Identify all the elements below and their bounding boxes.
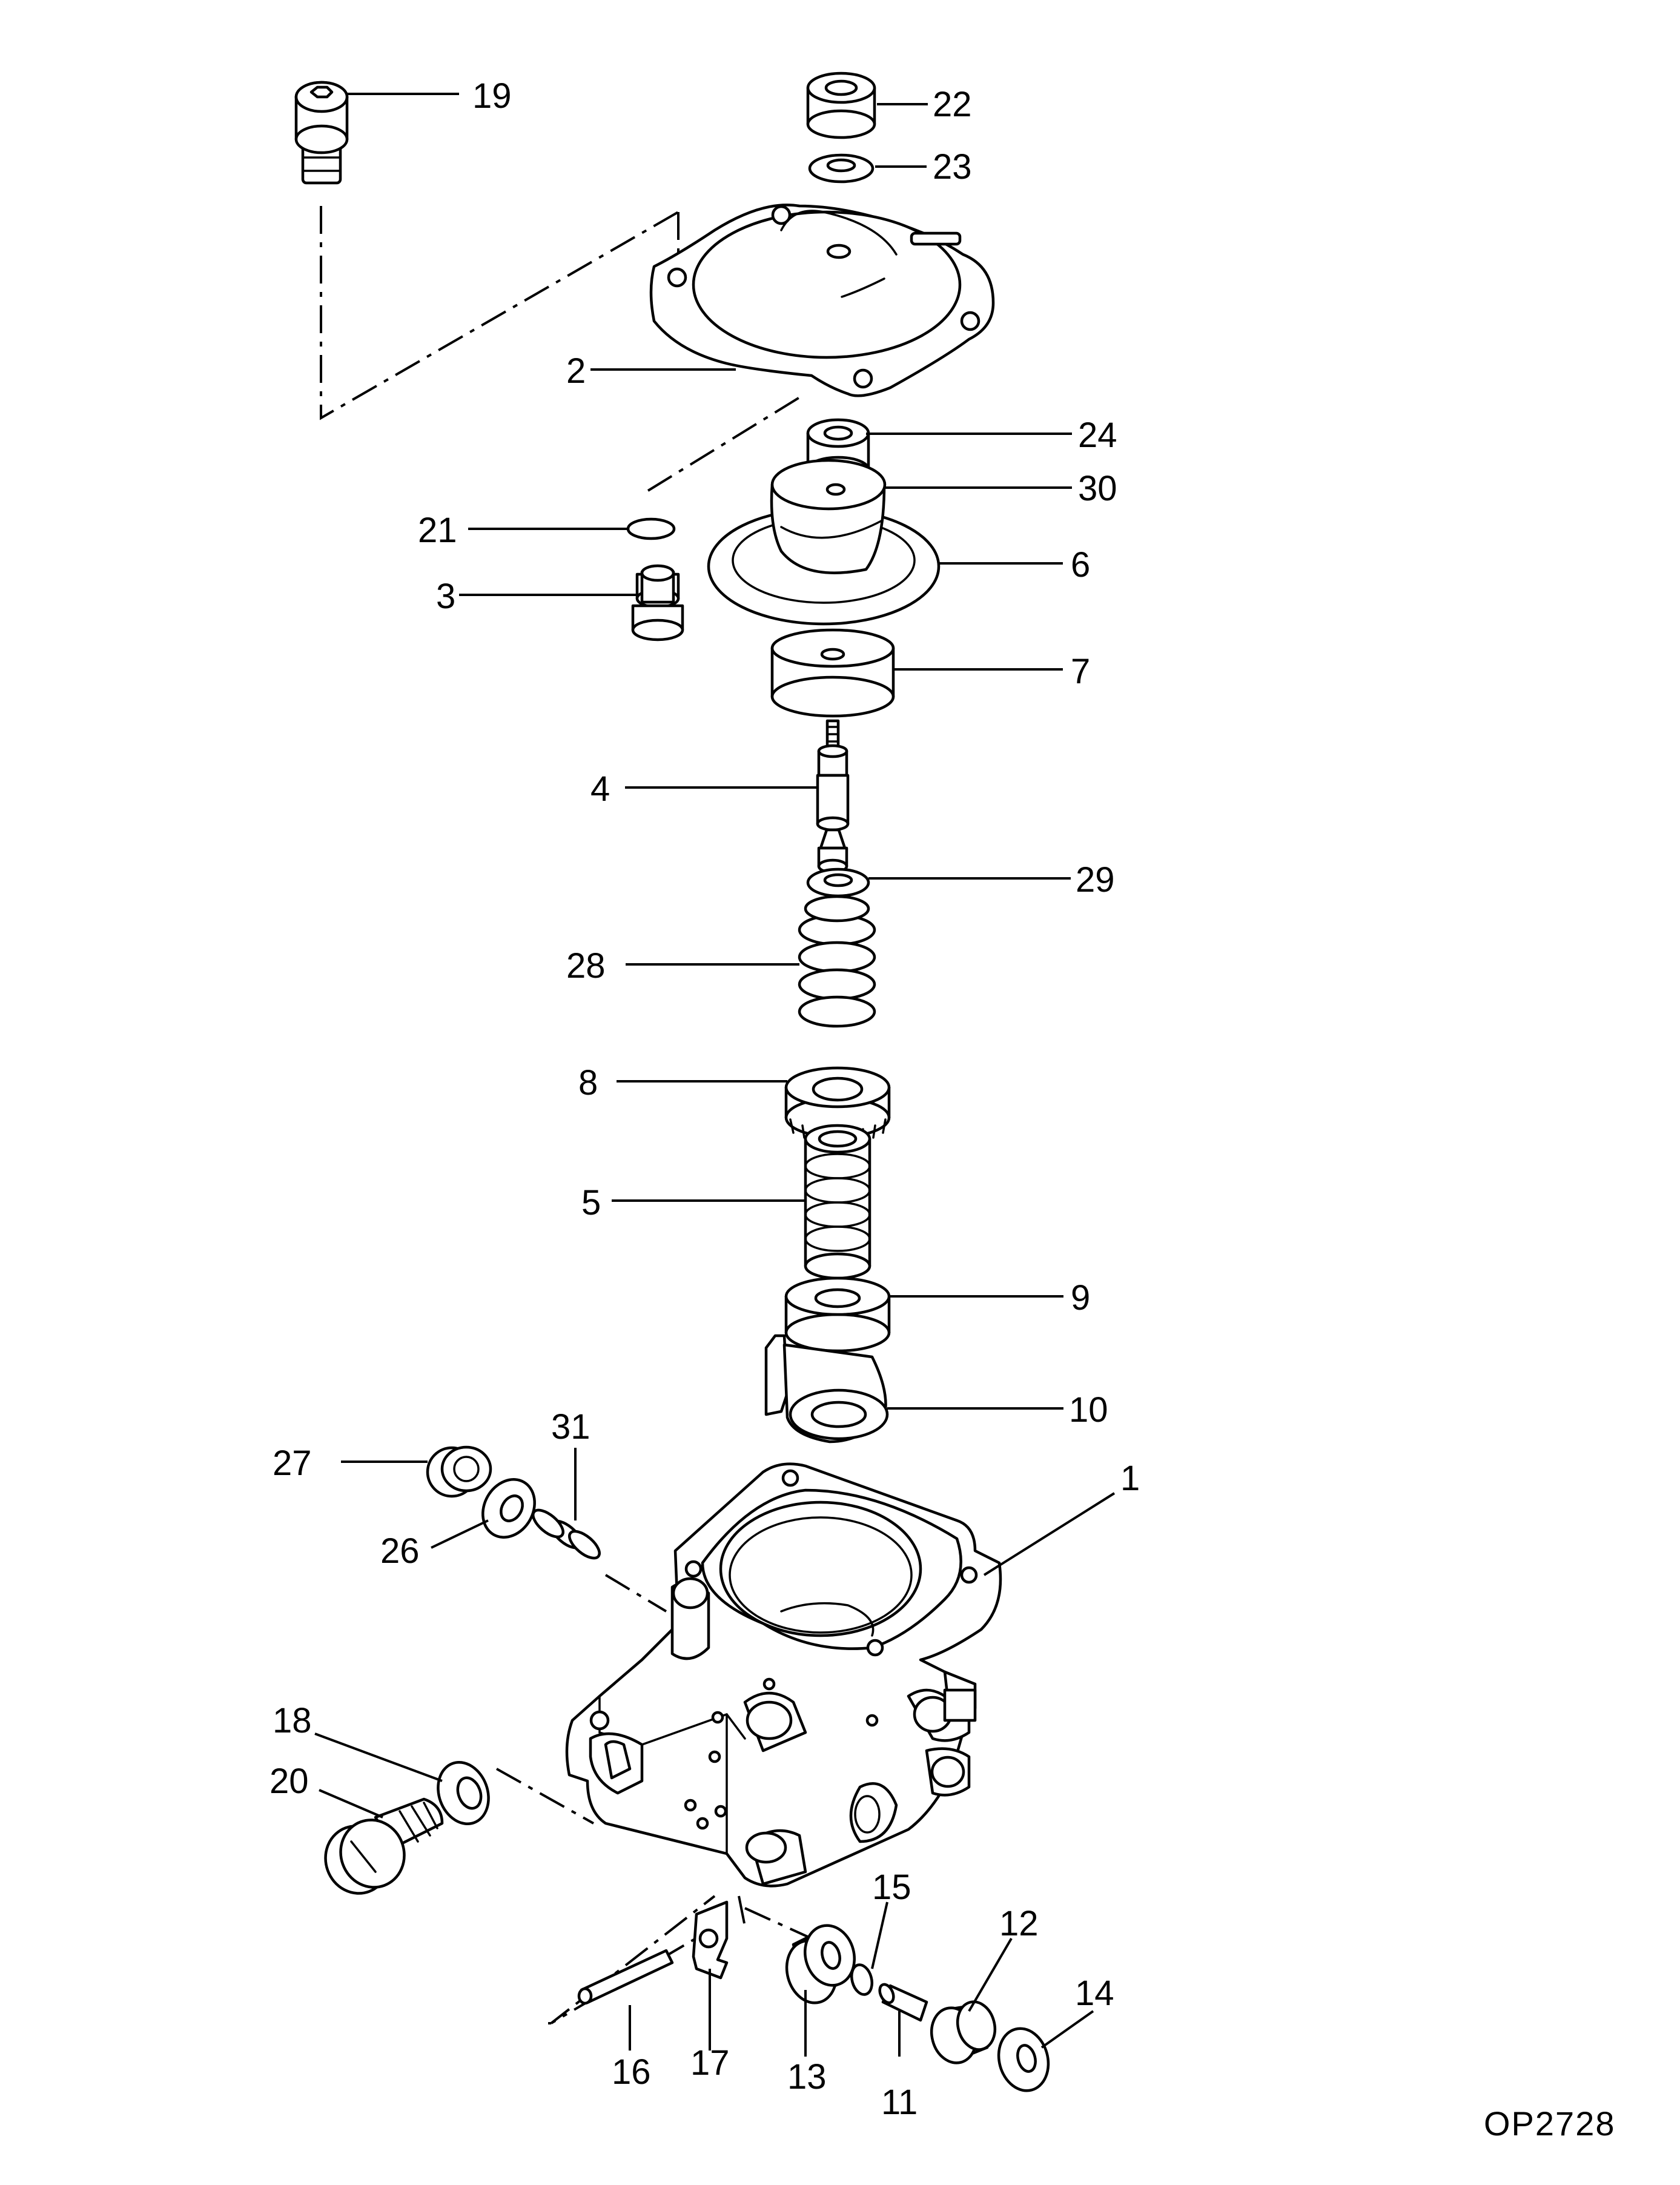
- threaded-shaft-part-5: [804, 1124, 871, 1280]
- o-ring-part-21: [626, 517, 676, 540]
- callout-23: 23: [933, 147, 972, 187]
- leader-lines: [314, 93, 1116, 2057]
- callout-2: 2: [566, 351, 586, 391]
- callout-6: 6: [1071, 545, 1090, 585]
- callout-28: 28: [566, 946, 606, 986]
- callout-1: 1: [1120, 1459, 1140, 1498]
- callout-29: 29: [1076, 860, 1115, 900]
- piston-part-30: [770, 459, 887, 574]
- callout-26: 26: [380, 1531, 420, 1571]
- nut-part-13: [785, 1924, 856, 2004]
- o-ring-part-15: [850, 1963, 874, 1996]
- spring-part-31: [532, 1508, 601, 1560]
- clip-part-17: [692, 1900, 729, 1980]
- drawing-code: OP2728: [1484, 2104, 1616, 2143]
- spring-seat-part-7: [770, 628, 895, 718]
- callout-9: 9: [1071, 1278, 1090, 1318]
- callout-17: 17: [690, 2043, 730, 2083]
- washer-part-23: [808, 153, 875, 184]
- cap-part-27: [426, 1445, 492, 1498]
- nut-part-22: [806, 71, 876, 139]
- spool-part-4: [816, 719, 850, 874]
- pin-part-16: [577, 1949, 674, 2005]
- callout-10: 10: [1069, 1390, 1108, 1430]
- callout-7: 7: [1071, 652, 1090, 691]
- callout-20: 20: [270, 1762, 309, 1801]
- retainer-part-8: [784, 1066, 891, 1146]
- washer-part-26: [481, 1478, 536, 1539]
- cover-plate-part-2: [649, 204, 995, 397]
- callout-13: 13: [787, 2057, 827, 2097]
- washer-part-14: [997, 2027, 1050, 2092]
- callout-3: 3: [436, 577, 455, 616]
- callout-30: 30: [1078, 469, 1117, 508]
- socket-bolt-part-19: [294, 81, 349, 185]
- callout-5: 5: [581, 1183, 601, 1222]
- plug-part-12: [930, 2000, 997, 2064]
- valve-body-part-1: [565, 1462, 1002, 1888]
- callout-16: 16: [612, 2052, 651, 2092]
- lever-plate-part-10: [764, 1334, 889, 1444]
- callout-19: 19: [472, 76, 512, 116]
- lock-nut-part-9: [784, 1276, 891, 1353]
- callout-14: 14: [1075, 1974, 1114, 2013]
- callout-8: 8: [578, 1063, 598, 1102]
- callout-11: 11: [881, 2083, 918, 2122]
- callout-12: 12: [999, 1904, 1039, 1943]
- bolt-part-20: [324, 1797, 444, 1895]
- callout-labels: 19 22 23 2 24 30 21 6 3 7 4 29 28 8 5 9 …: [270, 76, 1140, 2122]
- callout-18: 18: [273, 1701, 312, 1740]
- pin-part-11: [878, 1983, 928, 2022]
- spring-part-28: [798, 895, 876, 1028]
- callout-21: 21: [418, 511, 457, 550]
- washer-part-18: [437, 1761, 490, 1825]
- callout-24: 24: [1078, 416, 1117, 455]
- washer-part-29: [806, 867, 870, 898]
- callout-15: 15: [872, 1868, 911, 1907]
- callout-4: 4: [590, 769, 610, 809]
- callout-22: 22: [933, 85, 972, 124]
- plug-part-3: [631, 564, 684, 642]
- callout-27: 27: [273, 1444, 312, 1483]
- callout-31: 31: [551, 1407, 590, 1447]
